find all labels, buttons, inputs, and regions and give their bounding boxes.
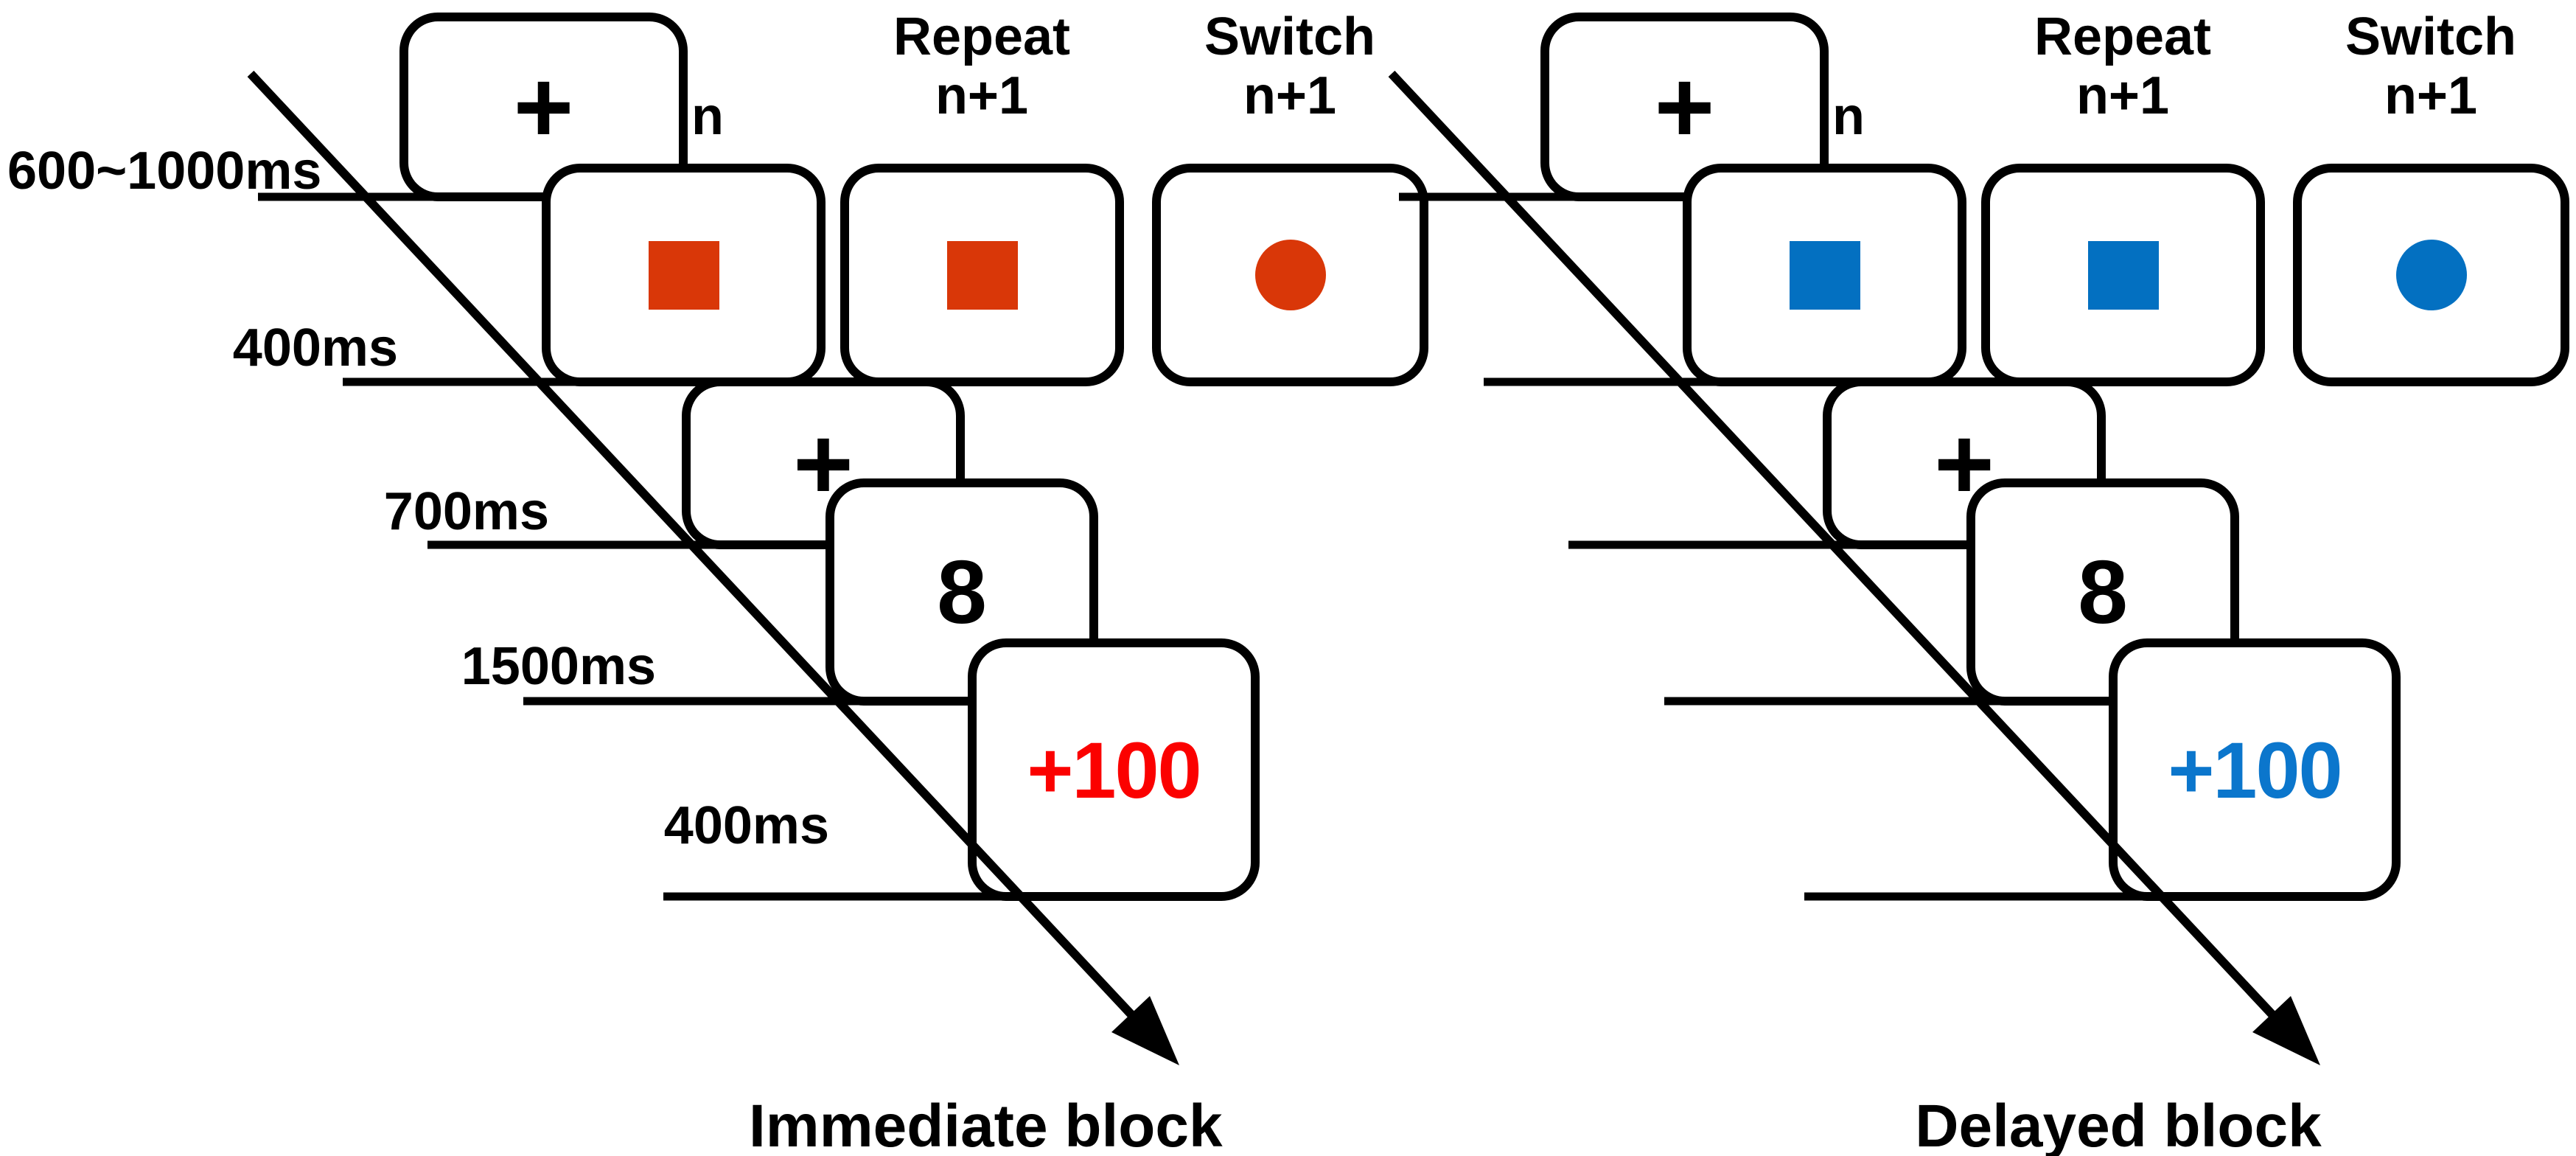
block-label: Immediate block <box>749 1093 1223 1156</box>
switch-header-line1: Switch <box>2345 7 2517 66</box>
repeat-header-line2: n+1 <box>2076 66 2170 125</box>
switch-header-line2: n+1 <box>1243 66 1337 125</box>
square-stimulus-icon <box>1789 240 1860 310</box>
reward-feedback-text: +100 <box>2168 725 2342 815</box>
target-digit: 8 <box>2078 542 2128 642</box>
switch-header-line2: n+1 <box>2384 66 2478 125</box>
repeat-trial-card <box>1981 164 2265 386</box>
duration-label-digit: 1500ms <box>461 637 656 696</box>
stimulus-card-n <box>1683 164 1966 386</box>
switch-header-line1: Switch <box>1204 7 1376 66</box>
repeat-header: Repeat n+1 <box>1975 7 2270 125</box>
repeat-header-line2: n+1 <box>935 66 1029 125</box>
switch-header: Switch n+1 <box>2283 7 2576 125</box>
fixation-cross-icon: + <box>513 49 574 164</box>
duration-label-fixation2: 700ms <box>383 482 549 541</box>
square-stimulus-icon <box>648 240 719 310</box>
reward-feedback-text: +100 <box>1027 725 1201 815</box>
repeat-trial-card <box>840 164 1124 386</box>
duration-label-fixation: 600~1000ms <box>7 142 322 201</box>
duration-label-stimulus: 400ms <box>232 318 398 377</box>
switch-trial-card <box>1152 164 1428 386</box>
repeat-header-line1: Repeat <box>2034 7 2212 66</box>
switch-trial-card <box>2293 164 2569 386</box>
repeat-header: Repeat n+1 <box>834 7 1129 125</box>
trial-n-label: n <box>691 87 724 146</box>
reward-feedback-card: +100 <box>968 638 1260 901</box>
duration-label-reward: 400ms <box>663 796 829 855</box>
circle-stimulus-icon <box>2395 240 2467 310</box>
switch-header: Switch n+1 <box>1142 7 1437 125</box>
stimulus-card-n <box>542 164 825 386</box>
square-stimulus-icon <box>946 240 1018 310</box>
trial-n-label: n <box>1832 87 1865 146</box>
fixation-cross-icon: + <box>1654 49 1715 164</box>
repeat-header-line1: Repeat <box>893 7 1071 66</box>
block-label: Delayed block <box>1915 1093 2322 1156</box>
square-stimulus-icon <box>2087 240 2159 310</box>
reward-feedback-card: +100 <box>2109 638 2401 901</box>
target-digit: 8 <box>937 542 987 642</box>
circle-stimulus-icon <box>1254 240 1326 310</box>
